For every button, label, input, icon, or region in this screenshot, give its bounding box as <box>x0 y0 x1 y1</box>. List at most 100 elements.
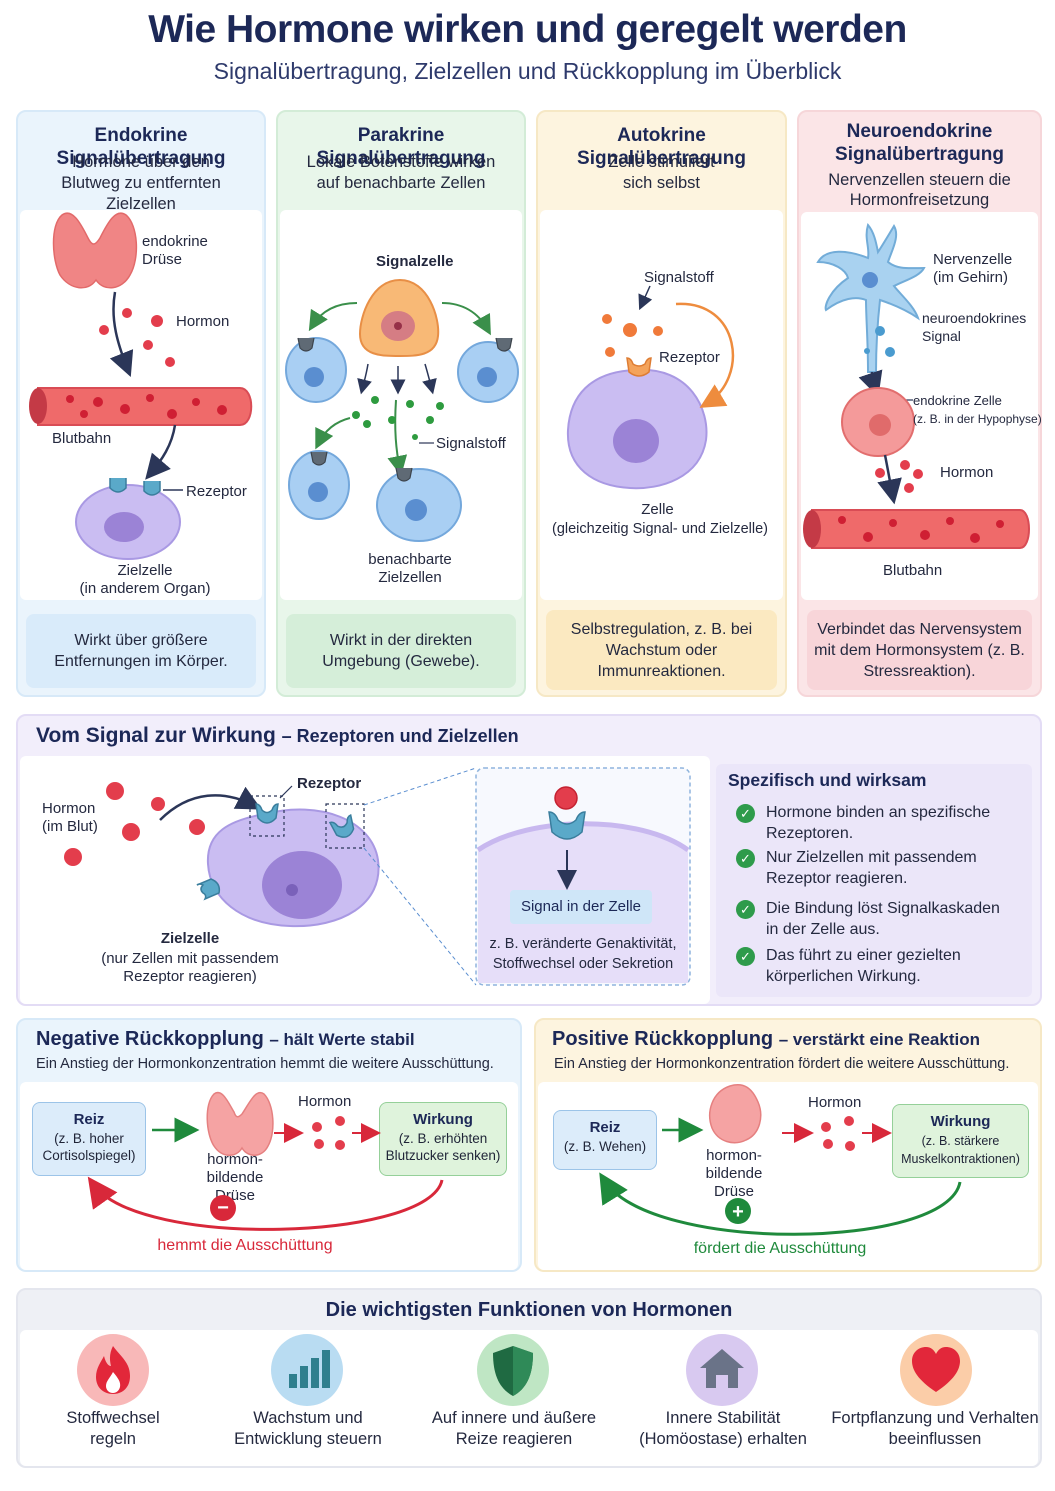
positive-stimulus-box: Reiz (z. B. Wehen) <box>553 1110 657 1170</box>
card-autocrine-note: Selbstregulation, z. B. bei Wachstum ode… <box>546 610 777 690</box>
card-autocrine-subtitle: Zelle stimuliert sich selbst <box>608 153 715 192</box>
label-auto-cell-note: (gleichzeitig Signal- und Zielzelle) <box>552 521 768 537</box>
label-target-large-note: (nur Zellen mit passendem Rezeptor reagi… <box>101 950 279 985</box>
label-receptor: Rezeptor <box>186 483 247 500</box>
flame-icon <box>77 1334 149 1406</box>
positive-gland-icon <box>709 1084 762 1144</box>
negative-stimulus-box: Reiz (z. B. hoher Cortisolspiegel) <box>32 1102 146 1176</box>
functions-title: Die wichtigsten Funktionen von Hormonen <box>325 1299 733 1321</box>
positive-title-suffix: – verstärkt eine Reaktion <box>778 1030 980 1049</box>
receptor-section-title: Vom Signal zur Wirkung <box>36 724 276 747</box>
label-auto-signal: Signalstoff <box>644 269 714 286</box>
label-neuro-hormone: Hormon <box>940 464 994 481</box>
autocrine-signal-dots <box>602 314 663 357</box>
positive-hormone-label: Hormon <box>808 1094 862 1111</box>
negative-loop-label: hemmt die Ausschüttung <box>157 1237 333 1254</box>
function-label-reproduction: Fortpflanzung und Verhalten beeinflussen <box>831 1409 1039 1448</box>
label-hormone: Hormon <box>176 313 230 330</box>
card-neuroendocrine-subtitle: Nervenzellen steuern die Hormonfreisetzu… <box>828 171 1011 209</box>
endocrine-cell-icon <box>841 387 915 457</box>
label-auto-receptor: Rezeptor <box>659 349 720 366</box>
label-endo-cell: endokrine Zelle <box>913 393 1002 408</box>
bar-chart-icon <box>271 1334 343 1406</box>
specific-title: Spezifisch und wirksam <box>728 770 927 790</box>
negative-sign: − <box>217 1197 229 1219</box>
house-icon <box>686 1334 758 1406</box>
label-auto-cell: Zelle <box>641 501 674 518</box>
card-paracrine-note: Wirkt in der direkten Umgebung (Gewebe). <box>286 614 516 688</box>
card-endocrine-subtitle: Hormone über den Blutweg zu entfernten Z… <box>61 153 221 213</box>
neuro-signal-dots <box>864 326 895 357</box>
heart-icon <box>900 1334 972 1406</box>
negative-title: Negative Rückkopplung <box>36 1028 264 1050</box>
card-paracrine-subtitle: Lokale Botenstoffe wirken auf benachbart… <box>306 153 496 192</box>
card-neuroendocrine-note: Verbindet das Nervensystem mit dem Hormo… <box>807 610 1032 690</box>
function-label-reaction: Auf innere und äußere Reize reagieren <box>431 1409 597 1448</box>
signal-in-cell-box: Signal in der Zelle <box>510 890 652 924</box>
shield-icon <box>477 1334 549 1406</box>
page-subtitle: Signalübertragung, Zielzellen und Rückko… <box>213 58 842 84</box>
negative-effect-box: Wirkung (z. B. erhöhten Blutzucker senke… <box>379 1102 507 1176</box>
label-gland: endokrine Drüse <box>142 233 208 268</box>
plus-icon: + <box>725 1198 751 1224</box>
positive-stimulus-title: Reiz <box>589 1119 621 1136</box>
page-title: Wie Hormone wirken und geregelt werden <box>148 8 907 51</box>
negative-effect-note: (z. B. erhöhten Blutzucker senken) <box>385 1131 501 1163</box>
neighbor-cells-icon <box>285 337 519 542</box>
point-2: Nur Zielzellen mit passendem Rezeptor re… <box>766 849 977 887</box>
label-signal: Signalstoff <box>436 435 506 452</box>
label-neuro-signal-2: Signal <box>922 328 961 344</box>
positive-subtitle: Ein Anstieg der Hormonkonzentration förd… <box>554 1056 1010 1072</box>
card-endocrine-title: Endokrine Signalübertragung <box>56 125 226 169</box>
function-label-metabolism: Stoffwechsel regeln <box>66 1409 160 1448</box>
negative-effect-title: Wirkung <box>413 1111 473 1128</box>
label-target-note: (in anderem Organ) <box>79 580 211 597</box>
point-1: Hormone binden an spezifische Rezeptoren… <box>766 804 991 842</box>
receptor-icon <box>196 795 365 901</box>
minus-icon: − <box>210 1195 236 1221</box>
point-3: Die Bindung löst Signalkaskaden in der Z… <box>766 900 1000 938</box>
target-cell-icon <box>75 478 181 560</box>
card-autocrine-title: Autokrine Signalübertragung <box>577 125 746 169</box>
negative-subtitle: Ein Anstieg der Hormonkonzentration hemm… <box>36 1056 494 1072</box>
hormone-dots <box>99 308 175 367</box>
blood-vessel-icon <box>29 387 253 426</box>
function-label-growth: Wachstum und Entwicklung steuern <box>234 1409 382 1448</box>
negative-gland-icon <box>206 1091 274 1156</box>
positive-gland-label: hormon-bildende Drüse <box>705 1147 763 1200</box>
check-icon: ✓ <box>736 804 755 823</box>
label-signal-cell: Signalzelle <box>376 253 454 270</box>
card-neuroendocrine-title: Neuroendokrine Signalübertragung <box>835 121 1004 165</box>
negative-hormone-label: Hormon <box>298 1093 352 1110</box>
specific-panel: Spezifisch und wirksam ✓ Hormone binden … <box>716 764 1032 997</box>
function-label-homeostasis: Innere Stabilität (Homöostase) erhalten <box>639 1409 807 1448</box>
neuro-hormone-dots <box>875 460 923 493</box>
point-4: Das führt zu einer gezielten körperliche… <box>766 947 961 985</box>
label-blood: Blutbahn <box>52 430 112 447</box>
label-endo-cell-note: (z. B. in der Hypophyse) <box>913 412 1042 426</box>
label-neuro-blood: Blutbahn <box>883 562 943 579</box>
label-nerve: Nervenzelle <box>933 251 1013 268</box>
label-hormone-blood: Hormon <box>42 800 96 817</box>
blood-hormone-dots <box>64 782 205 866</box>
positive-sign: + <box>732 1201 744 1223</box>
nerve-cell-icon <box>816 222 926 373</box>
negative-title-suffix: – hält Werte stabil <box>269 1030 415 1049</box>
label-hormone-blood-note: (im Blut) <box>42 818 98 835</box>
positive-effect-note: (z. B. stärkere Muskelkontraktionen) <box>901 1134 1020 1166</box>
endocrine-arrow-1 <box>109 291 134 377</box>
label-target-large: Zielzelle <box>160 930 220 947</box>
positive-effect-box: Wirkung (z. B. stärkere Muskelkontraktio… <box>892 1104 1029 1178</box>
target-cell-large-icon <box>206 808 380 928</box>
card-paracrine-title: Parakrine Signalübertragung <box>316 125 486 169</box>
neuro-blood-vessel-icon <box>803 509 1030 549</box>
check-icon: ✓ <box>736 849 755 868</box>
label-target: Zielzelle <box>117 562 173 579</box>
positive-effect-title: Wirkung <box>930 1113 991 1130</box>
label-nerve-note: (im Gehirn) <box>933 269 1009 286</box>
label-neighbors-2: Zielzellen <box>378 569 442 586</box>
check-icon: ✓ <box>736 947 755 966</box>
